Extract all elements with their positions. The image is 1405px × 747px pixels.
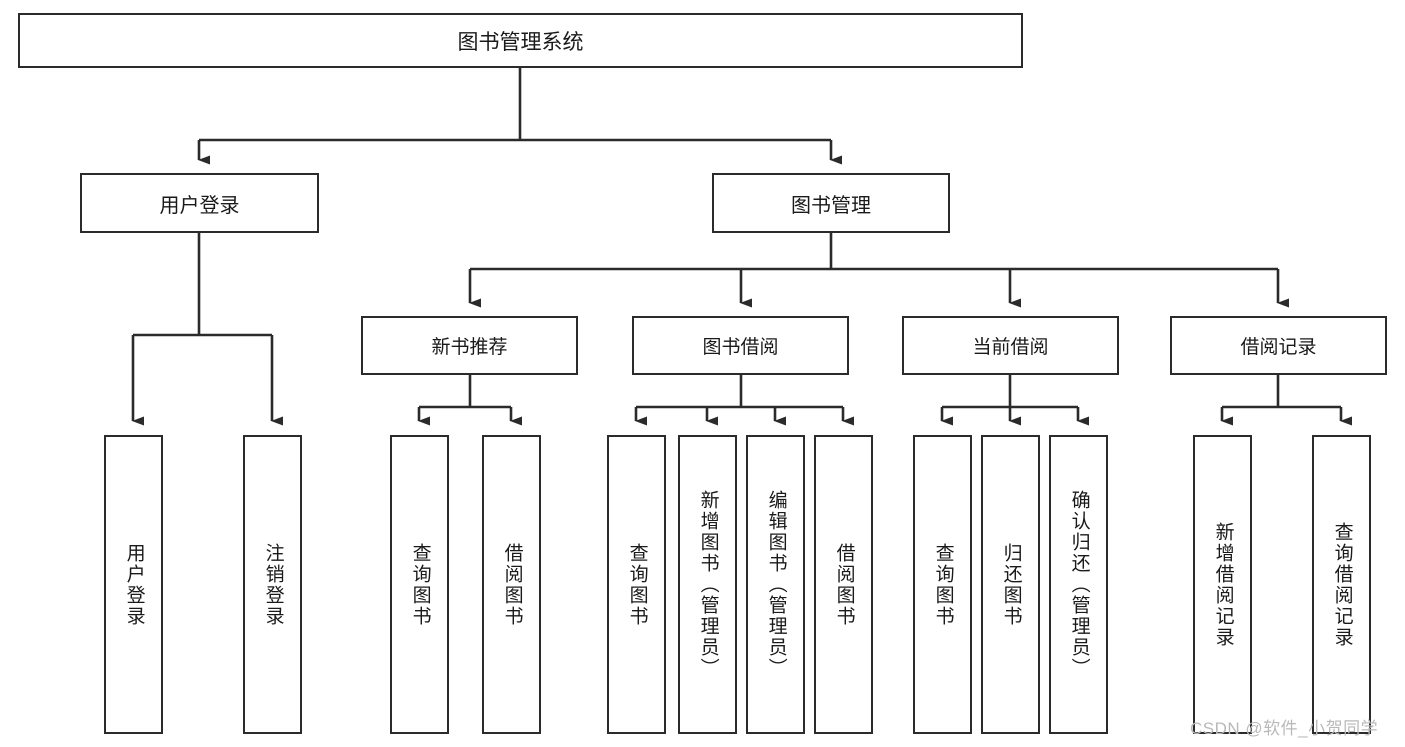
leaf-add-borrow-record[interactable]: 新增借阅记录 [1193,435,1252,734]
leaf-query-book-current[interactable]: 查询图书 [913,435,972,734]
leaf-borrow-book-recommend[interactable]: 借阅图书 [482,435,541,734]
node-label: 借阅图书 [501,542,523,627]
node-label: 图书借阅 [702,337,779,358]
node-current-borrow[interactable]: 当前借阅 [902,316,1119,375]
node-label: 用户登录 [159,194,240,217]
node-label: 当前借阅 [972,337,1049,358]
node-new-book-recommend[interactable]: 新书推荐 [361,316,578,375]
node-label: 借阅记录 [1240,337,1317,358]
csdn-watermark: CSDN @软件_小贺同学 [1190,719,1379,738]
leaf-query-borrow-record[interactable]: 查询借阅记录 [1312,435,1371,734]
node-book-borrow[interactable]: 图书借阅 [632,316,849,375]
leaf-return-book[interactable]: 归还图书 [981,435,1040,734]
node-borrow-record[interactable]: 借阅记录 [1170,316,1387,375]
node-root-book-management-system[interactable]: 图书管理系统 [18,13,1023,68]
node-label: 查询图书 [409,542,431,627]
leaf-query-book-borrow[interactable]: 查询图书 [607,435,666,734]
node-label: 图书管理系统 [457,30,584,54]
node-label: 新增图书（管理员） [697,490,719,679]
node-label: 新增借阅记录 [1212,521,1234,648]
node-label: 编辑图书（管理员） [765,490,787,679]
node-label: 图书管理 [791,194,871,217]
node-label: 归还图书 [1000,542,1022,627]
leaf-add-book-admin[interactable]: 新增图书（管理员） [678,435,737,734]
leaf-confirm-return-admin[interactable]: 确认归还（管理员） [1049,435,1108,734]
leaf-edit-book-admin[interactable]: 编辑图书（管理员） [746,435,805,734]
node-user-login[interactable]: 用户登录 [80,173,319,233]
node-label: 新书推荐 [431,337,508,358]
leaf-query-book-recommend[interactable]: 查询图书 [390,435,449,734]
node-book-management[interactable]: 图书管理 [712,173,950,233]
leaf-borrow-book[interactable]: 借阅图书 [814,435,873,734]
node-label: 用户登录 [123,542,145,627]
node-label: 确认归还（管理员） [1068,490,1090,679]
leaf-user-login[interactable]: 用户登录 [104,435,163,734]
node-label: 借阅图书 [833,542,855,627]
node-label: 查询图书 [932,542,954,627]
node-label: 注销登录 [262,542,284,627]
node-label: 查询借阅记录 [1331,521,1353,648]
node-label: 查询图书 [626,542,648,627]
leaf-logout[interactable]: 注销登录 [243,435,302,734]
